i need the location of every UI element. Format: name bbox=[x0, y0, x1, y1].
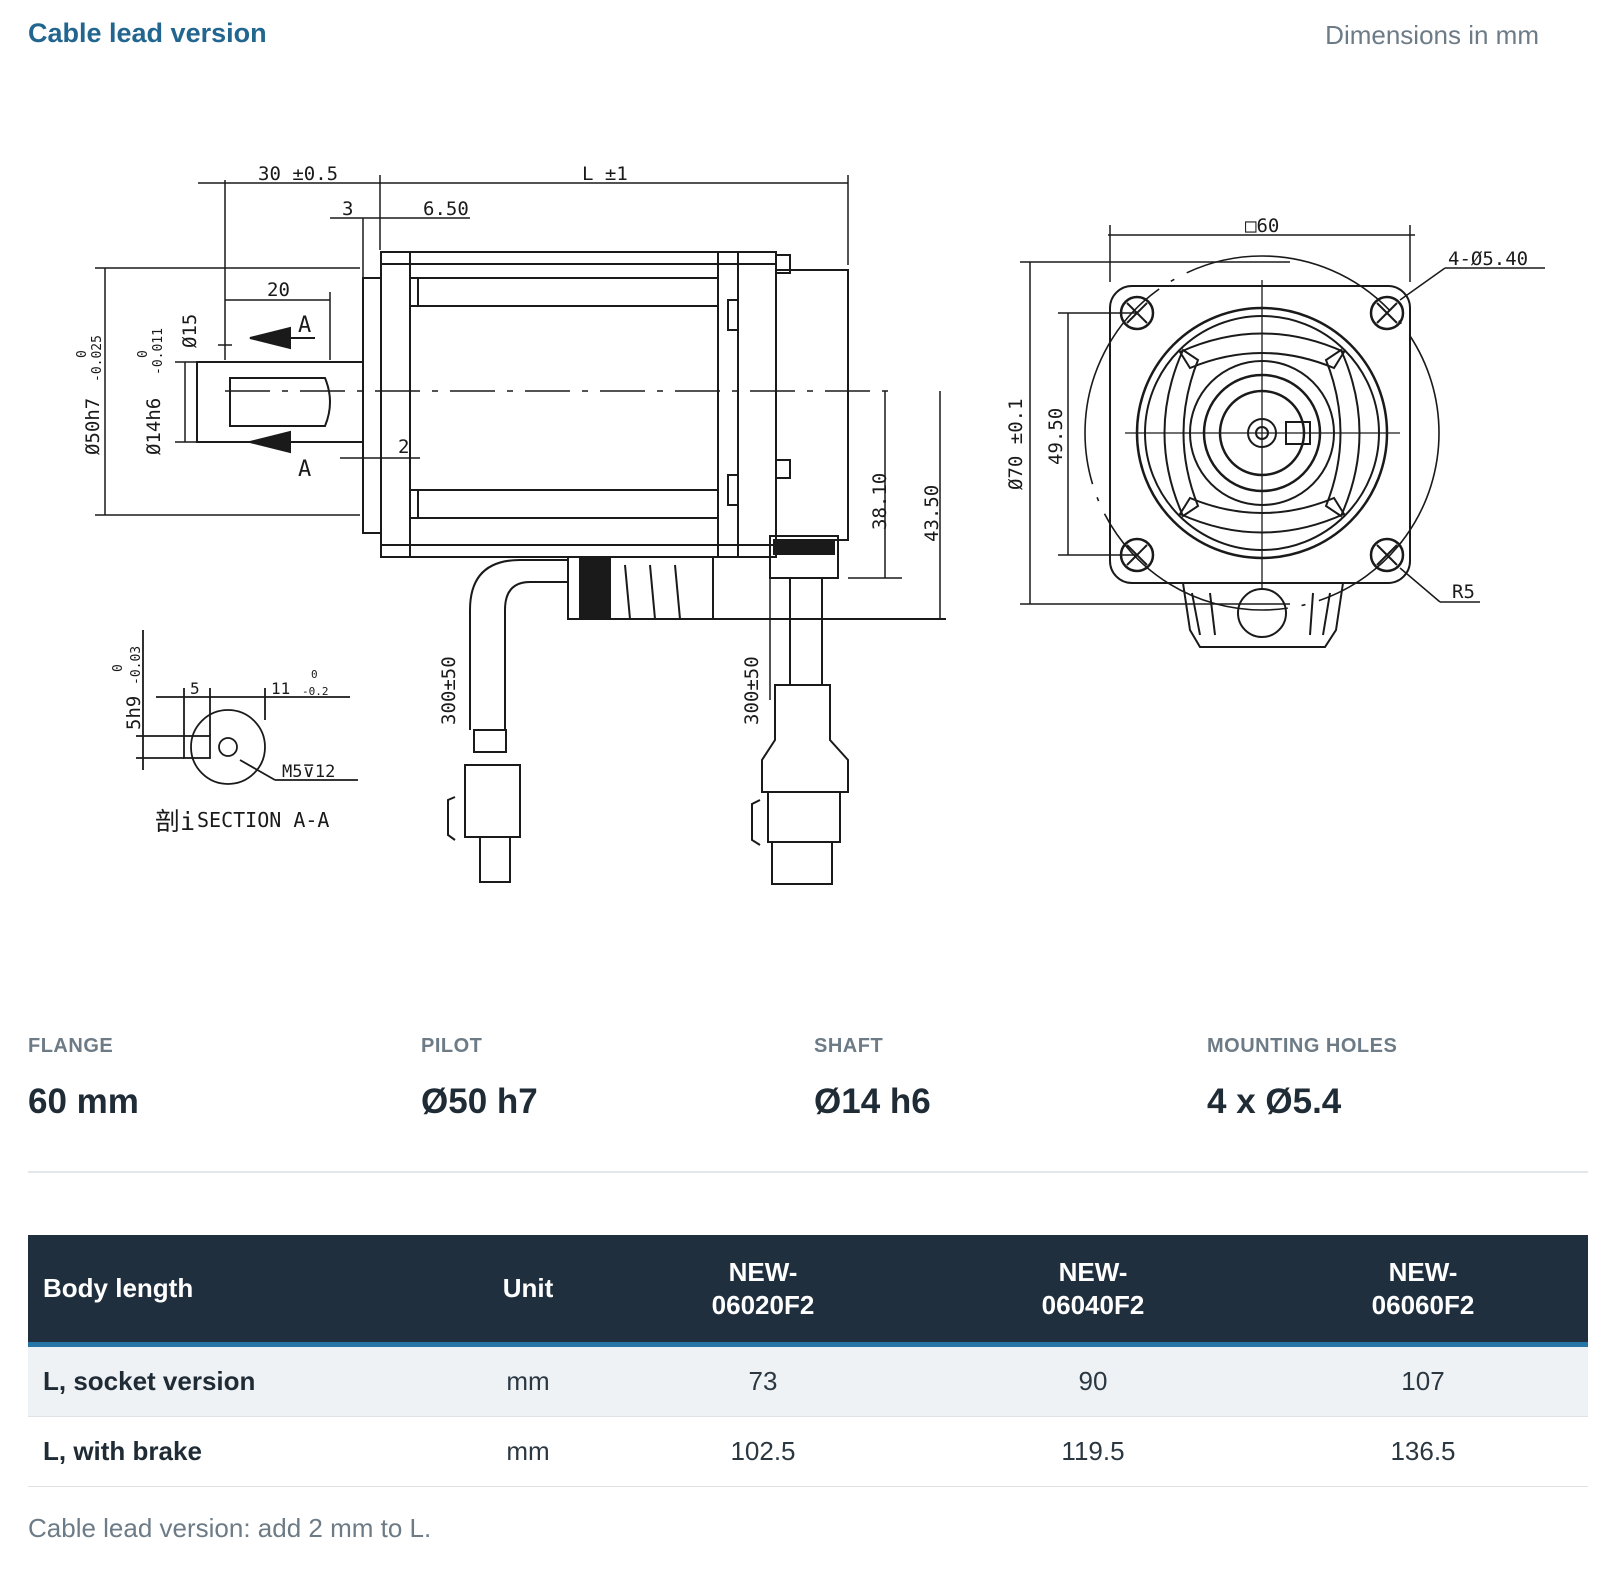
section-marker-top: A bbox=[298, 313, 311, 338]
dim-15: Ø15 bbox=[179, 314, 201, 348]
header-line: 06060F2 bbox=[1371, 1289, 1475, 1320]
header-line: NEW- bbox=[728, 1256, 798, 1287]
header-model-06020: NEW-06020F2 bbox=[598, 1235, 928, 1347]
section-title: SECTION A-A bbox=[197, 808, 329, 832]
row-unit: mm bbox=[458, 1344, 598, 1417]
flange-outline bbox=[362, 277, 382, 534]
dim-pilot: Ø50h7 bbox=[82, 398, 104, 455]
dim-shaft-tol-low: -0.011 bbox=[151, 328, 166, 375]
section-thread: M5⊽12 bbox=[282, 762, 335, 782]
row-unit: mm bbox=[458, 1416, 598, 1487]
spec-shaft: SHAFT Ø14 h6 bbox=[814, 1035, 1194, 1122]
dim-pilot-tol-up: 0 bbox=[75, 350, 90, 358]
section-dim-5: 5 bbox=[190, 679, 200, 698]
cell-value: 136.5 bbox=[1258, 1416, 1588, 1487]
spec-flange: FLANGE 60 mm bbox=[28, 1035, 408, 1122]
motor-body-outline bbox=[380, 251, 777, 558]
section-a-a-drawing bbox=[136, 630, 358, 785]
section-divider bbox=[28, 1171, 1588, 1173]
cell-value: 102.5 bbox=[598, 1416, 928, 1487]
dim-2: 2 bbox=[398, 436, 409, 458]
cell-value: 119.5 bbox=[928, 1416, 1258, 1487]
front-flange-square bbox=[1109, 285, 1411, 584]
front-view-centerlines bbox=[1125, 280, 1400, 590]
spec-label: PILOT bbox=[421, 1035, 483, 1057]
spec-summary: FLANGE 60 mm PILOT Ø50 h7 SHAFT Ø14 h6 M… bbox=[28, 1035, 1588, 1121]
section-key-tol-up: 0 bbox=[111, 664, 126, 672]
section-marker-bottom: A bbox=[298, 457, 311, 482]
section-key-width: 5h9 bbox=[123, 696, 145, 730]
spec-label: SHAFT bbox=[814, 1035, 884, 1057]
dimensions-table: Body length Unit NEW-06020F2 NEW-06040F2… bbox=[28, 1235, 1588, 1487]
spec-value: Ø14 h6 bbox=[814, 1082, 931, 1121]
rear-cap-outline bbox=[775, 269, 849, 541]
front-view-dimensions bbox=[1020, 225, 1545, 605]
dim-shaft-length: 30 ±0.5 bbox=[258, 163, 338, 185]
footnote: Cable lead version: add 2 mm to L. bbox=[28, 1513, 432, 1543]
dim-circle: Ø70 ±0.1 bbox=[1005, 398, 1027, 490]
header-model-06040: NEW-06040F2 bbox=[928, 1235, 1258, 1347]
header-body-length: Body length bbox=[28, 1235, 458, 1347]
dim-pilot-tol-low: -0.025 bbox=[90, 335, 105, 382]
header-line: 06040F2 bbox=[1041, 1289, 1145, 1320]
header-line: 06020F2 bbox=[711, 1289, 815, 1320]
dim-20: 20 bbox=[267, 279, 290, 301]
spec-value: 60 mm bbox=[28, 1082, 139, 1121]
page-header: Cable lead version Dimensions in mm bbox=[28, 18, 1539, 58]
dim-r5: R5 bbox=[1452, 581, 1475, 603]
dim-square: □60 bbox=[1245, 215, 1279, 237]
header-line: NEW- bbox=[1388, 1256, 1458, 1287]
section-title-cn: 剖i bbox=[155, 807, 195, 836]
dim-shaft: Ø14h6 bbox=[143, 398, 165, 455]
cell-value: 73 bbox=[598, 1344, 928, 1417]
header-line: NEW- bbox=[1058, 1256, 1128, 1287]
dim-holes: 4-Ø5.40 bbox=[1448, 248, 1528, 270]
dim-49-50: 49.50 bbox=[1045, 408, 1067, 465]
header-model-06060: NEW-06060F2 bbox=[1258, 1235, 1588, 1347]
shaft-outline bbox=[196, 361, 364, 443]
dim-43-50: 43.50 bbox=[921, 485, 943, 542]
row-label: L, socket version bbox=[28, 1344, 458, 1417]
row-label: L, with brake bbox=[28, 1416, 458, 1487]
section-dim-11-tol-up: 0 bbox=[311, 668, 318, 681]
spec-value: 4 x Ø5.4 bbox=[1207, 1082, 1342, 1121]
dim-38-10: 38.10 bbox=[869, 473, 891, 530]
cable2-length: 300±50 bbox=[741, 656, 763, 725]
side-view-dimensions bbox=[95, 175, 941, 700]
drawing-svg: 30 ±0.5 L ±1 3 6.50 20 2 A A Ø15 Ø50h7 0… bbox=[75, 163, 1545, 885]
spec-mounting-holes: MOUNTING HOLES 4 x Ø5.4 bbox=[1207, 1035, 1587, 1122]
page-title: Cable lead version bbox=[28, 18, 267, 48]
table-row: L, with brake mm 102.5 119.5 136.5 bbox=[28, 1416, 1588, 1487]
dim-body-length: L ±1 bbox=[582, 163, 628, 185]
motor-side-view bbox=[196, 251, 946, 885]
technical-drawing: 30 ±0.5 L ±1 3 6.50 20 2 A A Ø15 Ø50h7 0… bbox=[0, 120, 1619, 950]
section-arrows bbox=[249, 326, 315, 454]
spec-value: Ø50 h7 bbox=[421, 1082, 538, 1121]
spec-label: MOUNTING HOLES bbox=[1207, 1035, 1398, 1057]
dim-6-50: 6.50 bbox=[423, 198, 469, 220]
units-note: Dimensions in mm bbox=[1325, 20, 1539, 50]
table-header-row: Body length Unit NEW-06020F2 NEW-06040F2… bbox=[28, 1235, 1588, 1347]
dim-shaft-tol-up: 0 bbox=[136, 350, 151, 358]
cell-value: 107 bbox=[1258, 1344, 1588, 1417]
section-dim-11: 11 bbox=[271, 679, 290, 698]
section-key-tol-low: -0.03 bbox=[129, 646, 144, 685]
dim-3: 3 bbox=[342, 198, 353, 220]
spec-pilot: PILOT Ø50 h7 bbox=[421, 1035, 801, 1122]
table-row: L, socket version mm 73 90 107 bbox=[28, 1344, 1588, 1417]
cell-value: 90 bbox=[928, 1344, 1258, 1417]
section-dim-11-tol-low: -0.2 bbox=[302, 685, 329, 698]
cable1-length: 300±50 bbox=[438, 656, 460, 725]
spec-label: FLANGE bbox=[28, 1035, 114, 1057]
header-unit: Unit bbox=[458, 1235, 598, 1347]
